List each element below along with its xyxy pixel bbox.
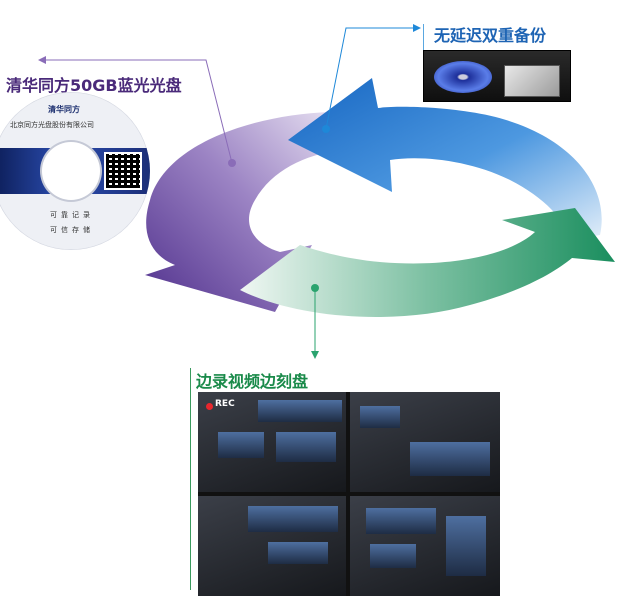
disc-slogan-2: 可信存储	[50, 226, 94, 234]
green-connector-arrowhead	[311, 351, 319, 359]
disc-company-name: 北京同方光盘股份有限公司	[10, 121, 94, 129]
label-bluray-disc: 清华同方50GB蓝光光盘	[6, 76, 182, 95]
blue-arrow	[288, 78, 602, 240]
blue-connector	[325, 27, 414, 130]
qr-code-icon	[104, 152, 142, 190]
record-indicator-icon	[206, 403, 213, 410]
rec-label: REC	[215, 399, 235, 409]
green-label-divider	[190, 368, 191, 590]
broadcast-studio-photo-grid: REC	[198, 392, 500, 596]
storage-server-illustration	[423, 50, 571, 102]
studio-photo-3	[198, 496, 346, 596]
studio-photo-4	[350, 496, 500, 596]
blue-connector-arrowhead	[413, 24, 421, 32]
purple-connector-arrowhead	[38, 56, 46, 64]
green-arrow	[240, 208, 615, 317]
hard-drive-icon	[504, 65, 560, 97]
studio-photo-1	[198, 392, 346, 492]
label-dual-backup: 无延迟双重备份	[434, 26, 547, 45]
label-record-and-burn: 边录视频边刻盘	[196, 372, 309, 391]
bluray-drive-icon	[434, 61, 492, 93]
disc-slogan-1: 可靠记录	[50, 211, 94, 219]
disc-center-hole	[42, 142, 100, 200]
studio-photo-2	[350, 392, 500, 492]
bluray-disc-illustration: 清华同方 北京同方光盘股份有限公司 可靠记录 可信存储	[0, 92, 150, 250]
disc-logo: 清华同方	[48, 105, 80, 114]
purple-connector	[44, 59, 233, 164]
